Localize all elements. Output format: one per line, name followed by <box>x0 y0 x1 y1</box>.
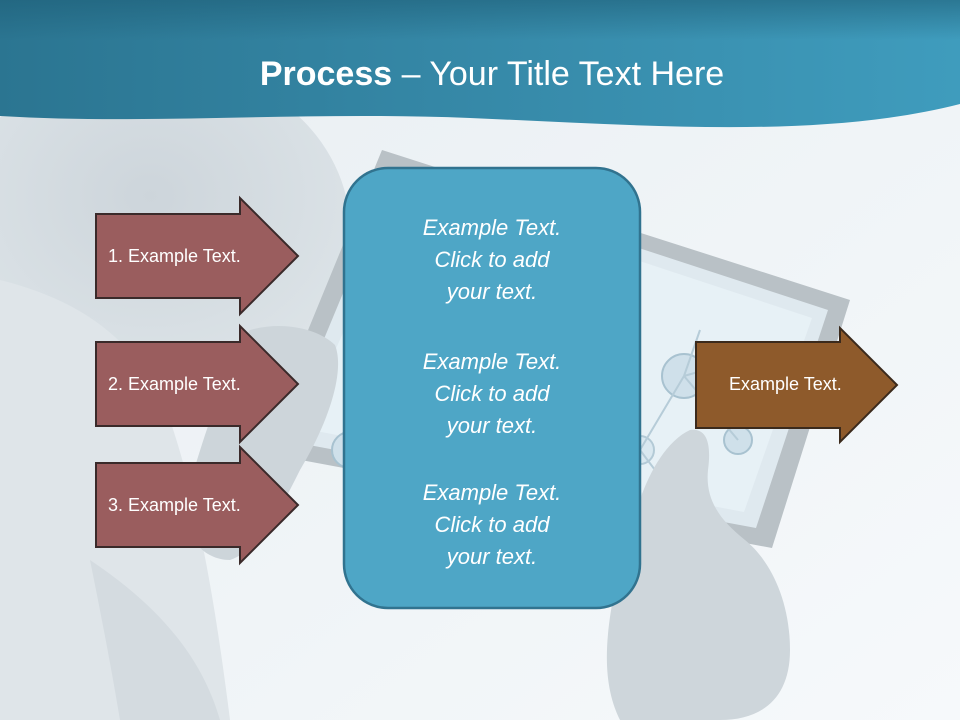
header-band <box>0 0 960 128</box>
center-block-3-line3: your text. <box>446 544 538 569</box>
center-box-text: Example Text. Click to add your text. Ex… <box>346 212 638 592</box>
right-arrow[interactable] <box>695 325 899 445</box>
left-arrow-2-label: 2. Example Text. <box>108 374 241 394</box>
center-block-2-line1: Example Text. <box>422 349 562 374</box>
center-block-1-line3: your text. <box>446 279 538 304</box>
center-block-1-line1: Example Text. <box>422 215 562 240</box>
center-block-1: Example Text. Click to add your text. <box>346 212 638 308</box>
left-arrow-1-label: 1. Example Text. <box>108 246 241 266</box>
slide-title: Process – Your Title Text Here <box>0 52 960 96</box>
right-arrow-label: Example Text. <box>729 374 842 394</box>
center-block-2-line2: Click to add <box>434 381 550 406</box>
left-arrow-3-label: 3. Example Text. <box>108 495 241 515</box>
center-box[interactable] <box>342 166 642 610</box>
title-rest: – Your Title Text Here <box>392 55 725 93</box>
left-arrow-1[interactable] <box>95 195 300 317</box>
center-block-3-line1: Example Text. <box>422 480 562 505</box>
left-arrow-3[interactable] <box>95 444 300 566</box>
center-block-2-line3: your text. <box>446 413 538 438</box>
center-block-3-line2: Click to add <box>434 512 550 537</box>
right-hand-shape <box>606 429 790 720</box>
center-block-2: Example Text. Click to add your text. <box>346 346 638 442</box>
person-shirt-fold <box>90 560 220 720</box>
center-block-3: Example Text. Click to add your text. <box>346 477 638 573</box>
left-arrow-2[interactable] <box>95 323 300 445</box>
title-strong: Process <box>259 55 393 93</box>
center-block-1-line2: Click to add <box>434 247 550 272</box>
